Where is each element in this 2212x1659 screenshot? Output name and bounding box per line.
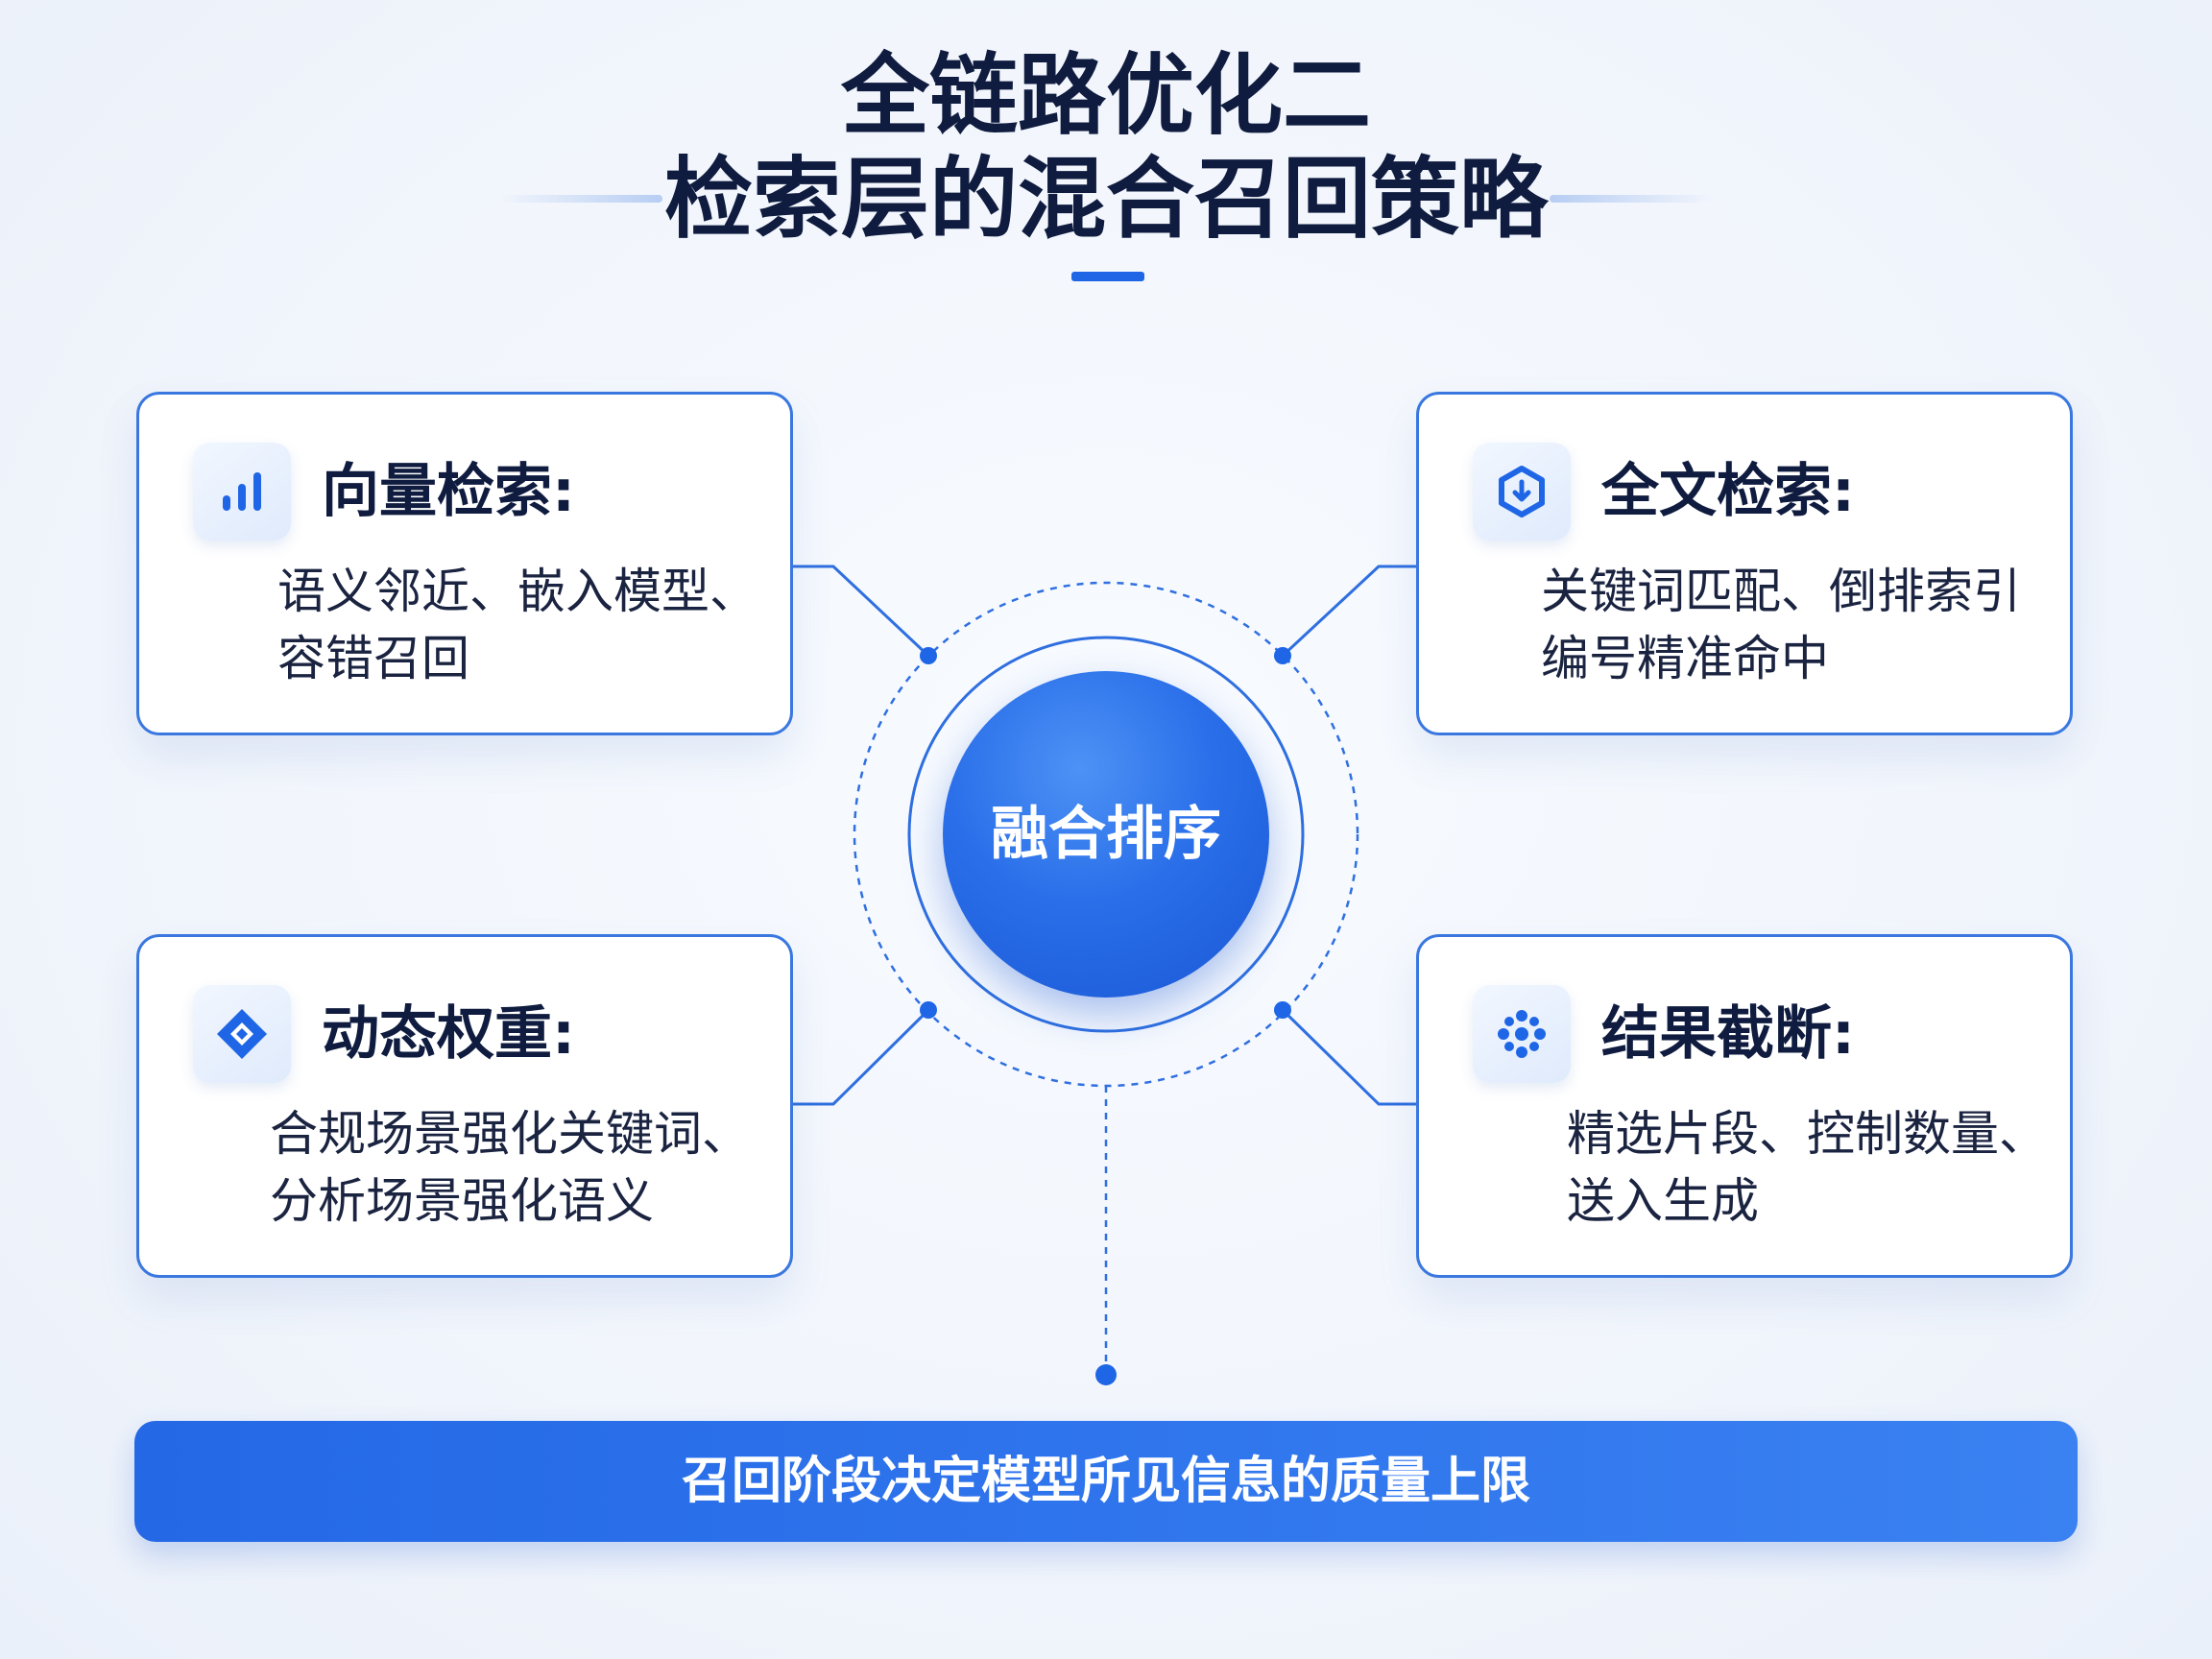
title-rule-left <box>499 195 662 203</box>
card-fulltext-retrieval: 全文检索: 关键词匹配、倒排索引 编号精准命中 <box>1416 392 2073 735</box>
bottom-banner-text: 召回阶段决定模型所见信息的质量上限 <box>681 1453 1530 1510</box>
title-line-2: 检索层的混合召回策略 <box>663 148 1548 251</box>
card-title: 全文检索: <box>1601 458 1855 525</box>
card-description-line-2: 送入生成 <box>1567 1173 1759 1229</box>
card-description-line-2: 编号精准命中 <box>1541 631 1829 686</box>
card-vector-retrieval: 向量检索: 语义邻近、嵌入模型、 容错召回 <box>136 392 793 735</box>
node-bottom-right <box>1274 1001 1291 1019</box>
bottom-banner: 召回阶段决定模型所见信息的质量上限 <box>134 1421 2078 1542</box>
node-bottom-left <box>920 1001 937 1019</box>
node-top-right <box>1274 647 1291 664</box>
connector-bottom-left <box>793 1008 930 1106</box>
title-rule-right <box>1550 195 1713 203</box>
connector-top-right <box>1281 565 1419 658</box>
card-description: 语义邻近、嵌入模型、 容错召回 <box>277 558 757 692</box>
connector-top-left <box>793 565 930 658</box>
card-description-line-2: 容错召回 <box>277 631 469 686</box>
connector-bottom-right <box>1281 1008 1419 1106</box>
fusion-ranking-hub: 融合排序 <box>943 671 1269 998</box>
card-result-truncation: 结果截断: 精选片段、控制数量、 送入生成 <box>1416 934 2073 1278</box>
card-title: 结果截断: <box>1601 1000 1855 1068</box>
shield-download-icon <box>1473 443 1571 541</box>
card-description-line-2: 分析场景强化语义 <box>270 1173 654 1229</box>
card-description-line-1: 语义邻近、嵌入模型、 <box>277 564 757 619</box>
dots-cluster-icon <box>1473 985 1571 1083</box>
title-underline <box>1071 272 1144 281</box>
card-description: 合规场景强化关键词、 分析场景强化语义 <box>270 1100 750 1235</box>
title-line-1: 全链路优化二 <box>840 44 1371 147</box>
card-description-line-1: 合规场景强化关键词、 <box>270 1106 750 1162</box>
card-dynamic-weight: 动态权重: 合规场景强化关键词、 分析场景强化语义 <box>136 934 793 1278</box>
inner-ring <box>907 636 1305 1033</box>
node-top-left <box>920 647 937 664</box>
card-title: 向量检索: <box>322 458 575 525</box>
card-title: 动态权重: <box>322 1000 575 1068</box>
bar-chart-icon <box>193 443 291 541</box>
card-description: 关键词匹配、倒排索引 编号精准命中 <box>1541 558 2021 692</box>
node-bottom-center <box>1095 1364 1117 1385</box>
card-description-line-1: 关键词匹配、倒排索引 <box>1541 564 2021 619</box>
card-description: 精选片段、控制数量、 送入生成 <box>1567 1100 2047 1235</box>
diamond-icon <box>193 985 291 1083</box>
card-description-line-1: 精选片段、控制数量、 <box>1567 1106 2047 1162</box>
hub-label: 融合排序 <box>991 801 1221 868</box>
